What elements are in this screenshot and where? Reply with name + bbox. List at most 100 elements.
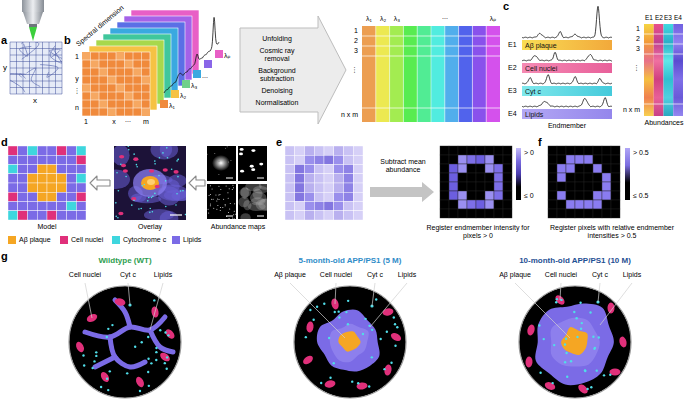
bar-label: Cyt c [522, 88, 544, 95]
scan-grid-line [10, 74, 62, 75]
abundance-pixel [324, 192, 334, 201]
thresholded-pixel [440, 200, 449, 209]
label-text: ... [442, 13, 448, 21]
thresholded-pixel [575, 209, 584, 218]
matrix-col-line [403, 26, 404, 122]
map-signal [216, 201, 217, 202]
map-ground [238, 146, 267, 181]
model-pixel [67, 202, 77, 211]
map-signal [207, 154, 208, 155]
model-pixel [18, 165, 28, 174]
abundance-pixel [344, 211, 354, 220]
cell-nucleus [114, 297, 126, 306]
map-signal [232, 218, 233, 219]
cytc-dot [155, 347, 157, 349]
abundance-pixel [295, 183, 305, 192]
thresholded-pixel [602, 155, 611, 164]
thresholded-pixel [503, 191, 512, 200]
legend-text: Cytochrome c [123, 236, 166, 244]
thresholded-pixel [611, 164, 620, 173]
abundance-row-line [644, 104, 683, 105]
map-signal [213, 208, 214, 209]
model-pixel [8, 155, 18, 164]
arrow-shape [189, 176, 205, 190]
nucleus-signal [119, 155, 124, 159]
cytc-dot [538, 324, 540, 326]
cell-nucleus [618, 336, 627, 348]
wavelength-square [160, 100, 168, 108]
pixel-shade [82, 84, 91, 92]
model-pixel [76, 165, 86, 174]
label-text: E2 [508, 64, 517, 72]
cytc-signal [149, 212, 151, 214]
model-pixel [76, 174, 86, 183]
legend-swatch [172, 236, 180, 244]
cytc-dot [394, 345, 396, 347]
cytc-dot [565, 352, 567, 354]
abundance-pixel [305, 146, 315, 155]
thresholded-pixel [440, 173, 449, 182]
map-signal [220, 210, 221, 211]
cytc-signal [127, 146, 129, 147]
cytc-signal [148, 197, 150, 199]
abundance-pixel [314, 146, 324, 155]
abundance-map [207, 184, 236, 219]
matrix-col-line [472, 26, 473, 122]
thresholded-pixel [575, 146, 584, 155]
nucleus-signal [118, 212, 123, 216]
abundance-pixel [353, 183, 363, 192]
plaque-signal [141, 176, 159, 190]
thresholded-pixel [449, 146, 458, 155]
abundance-pixel [285, 155, 295, 164]
thresholded-pixel [566, 173, 575, 182]
map-signal [230, 203, 231, 204]
thresholded-pixel [575, 173, 584, 182]
thresholded-pixel [557, 200, 566, 209]
thresholded-pixel [557, 182, 566, 191]
pixel-shade [125, 60, 134, 68]
label-text: ⋮ [74, 87, 81, 95]
thresholded-pixel [584, 182, 593, 191]
label-text: Lipids [623, 271, 641, 279]
tissue-outline [69, 286, 181, 398]
thresholded-pixel [458, 146, 467, 155]
lipid-strand [110, 337, 145, 367]
thresholded-pixel [485, 146, 494, 155]
cytc-dot [166, 356, 168, 358]
cell-nucleus [164, 328, 177, 341]
model-pixel [37, 202, 47, 211]
map-signal [225, 205, 226, 206]
abundance-pixel [353, 165, 363, 174]
model-pixel [67, 155, 77, 164]
leader-line [560, 283, 561, 300]
thresholded-pixel [449, 182, 458, 191]
thresholded-pixel [440, 209, 449, 218]
abundance-row-line [644, 54, 683, 55]
panel-letter: b [64, 34, 71, 46]
cytc-dot [107, 328, 109, 330]
matrix-col-line [375, 26, 376, 122]
thresholded-pixel [494, 182, 503, 191]
label-text: 1 [84, 118, 88, 126]
cell-nucleus [134, 376, 145, 389]
thresholded-pixel [575, 200, 584, 209]
abundance-pixel [295, 192, 305, 201]
arrow-shape [90, 176, 110, 190]
model-pixel [28, 155, 38, 164]
abundance-pixel [334, 165, 344, 174]
thresholded-pixel [485, 164, 494, 173]
thresholded-pixel [548, 173, 557, 182]
laser-cone [29, 27, 37, 41]
label-text: λ₃ [394, 15, 400, 23]
cytc-dot [164, 362, 166, 364]
map-signal [240, 213, 250, 219]
thresholded-pixel [575, 155, 584, 164]
cytc-dot [134, 346, 136, 348]
abundance-pixel [305, 165, 315, 174]
panel-g [69, 283, 632, 398]
label-text: Cyt c [592, 271, 608, 279]
abundance-pixel [285, 165, 295, 174]
model-pixel [76, 192, 86, 201]
thresholded-pixel [467, 146, 476, 155]
